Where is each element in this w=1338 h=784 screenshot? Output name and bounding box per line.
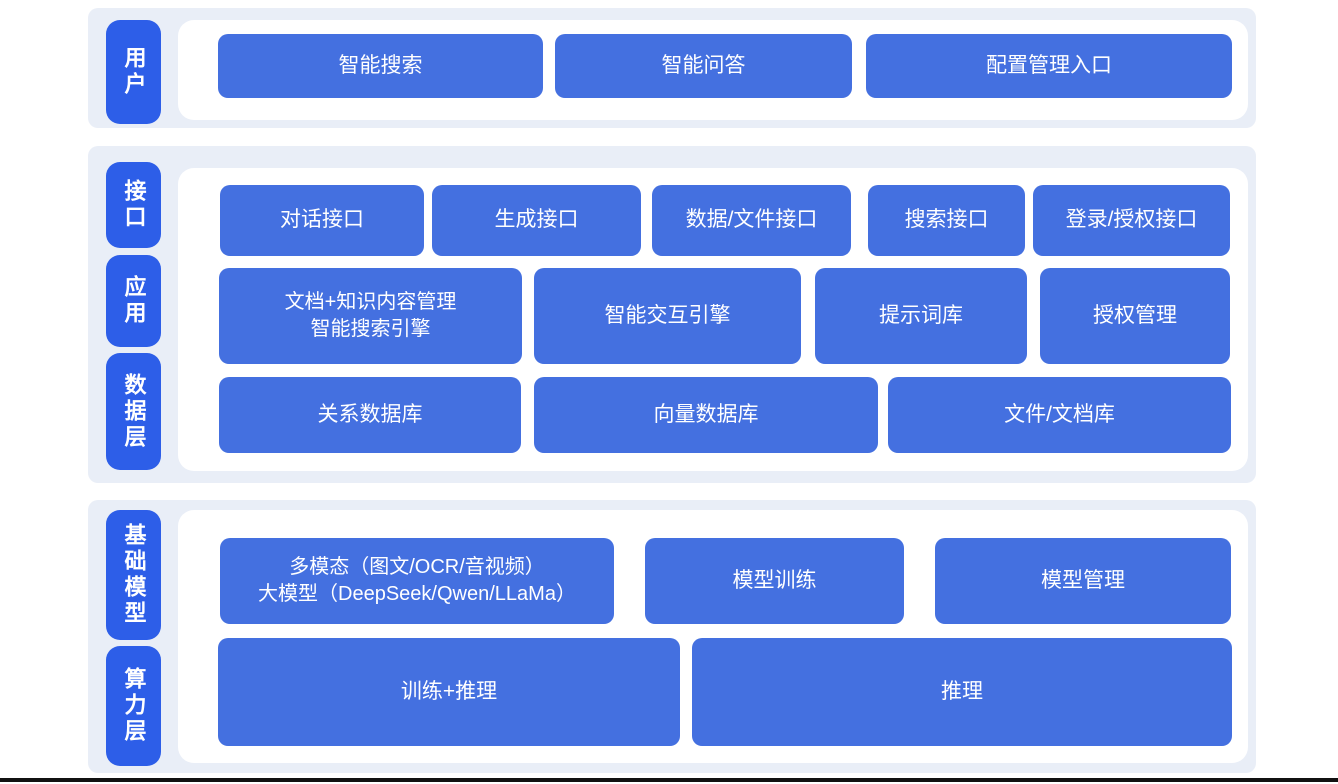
box-model-management: 模型管理: [935, 538, 1231, 624]
layer-label-foundation-model: 基础模型: [106, 510, 161, 640]
layer-label-application: 应用: [106, 255, 161, 347]
box-authorization-management: 授权管理: [1040, 268, 1230, 364]
bottom-border-line: [0, 778, 1338, 782]
layer-label-user: 用户: [106, 20, 161, 124]
box-smart-qa: 智能问答: [555, 34, 852, 98]
box-dialog-api: 对话接口: [220, 185, 424, 256]
box-smart-search: 智能搜索: [218, 34, 543, 98]
layer-label-interface: 接口: [106, 162, 161, 248]
box-generation-api: 生成接口: [432, 185, 641, 256]
layer-label-compute: 算力层: [106, 646, 161, 766]
box-doc-knowledge-search-engine: 文档+知识内容管理 智能搜索引擎: [219, 268, 522, 364]
box-model-training: 模型训练: [645, 538, 904, 624]
layer-label-data: 数据层: [106, 353, 161, 470]
box-vector-db: 向量数据库: [534, 377, 878, 453]
box-config-management-entry: 配置管理入口: [866, 34, 1232, 98]
box-smart-interaction-engine: 智能交互引擎: [534, 268, 801, 364]
box-prompt-library: 提示词库: [815, 268, 1027, 364]
box-multimodal-llm: 多模态（图文/OCR/音视频） 大模型（DeepSeek/Qwen/LLaMa）: [220, 538, 614, 624]
box-training-plus-inference: 训练+推理: [218, 638, 680, 746]
box-inference: 推理: [692, 638, 1232, 746]
box-search-api: 搜索接口: [868, 185, 1025, 256]
box-file-doc-store: 文件/文档库: [888, 377, 1231, 453]
box-relational-db: 关系数据库: [219, 377, 521, 453]
box-data-file-api: 数据/文件接口: [652, 185, 851, 256]
box-login-auth-api: 登录/授权接口: [1033, 185, 1230, 256]
